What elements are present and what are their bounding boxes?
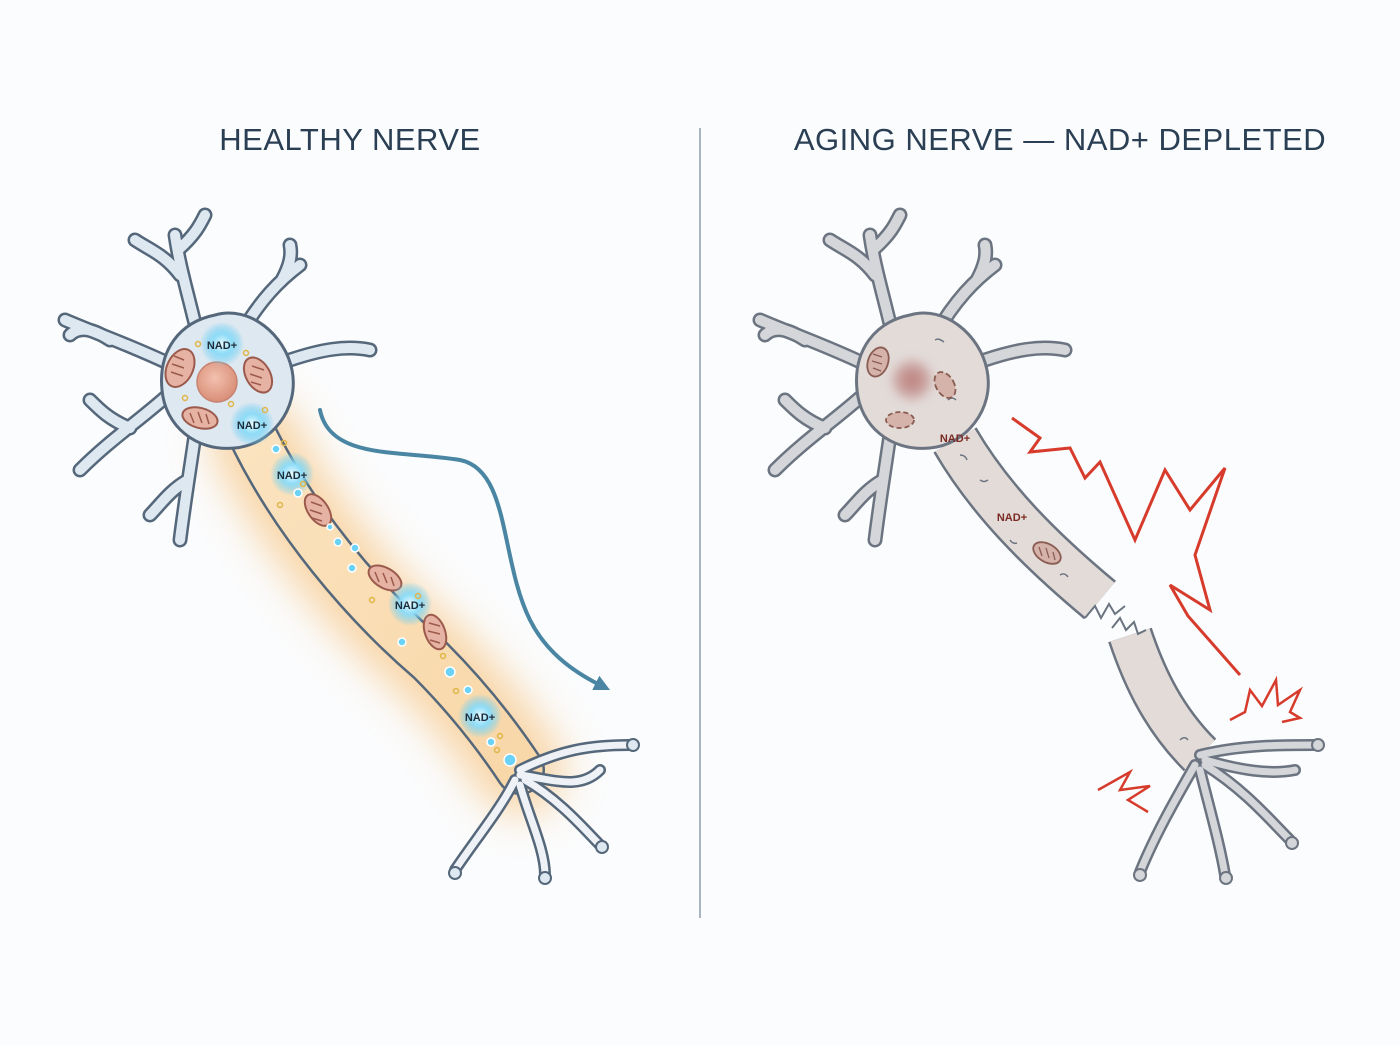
terminal-bulbs	[1133, 738, 1325, 885]
nad-label: NAD+	[237, 420, 267, 432]
atp-dots	[181, 340, 504, 754]
axon-terminal-fill	[1136, 741, 1319, 879]
nad-label: NAD+	[465, 712, 495, 724]
frayed-axon-start	[1111, 616, 1147, 636]
nad-label: NAD+	[940, 433, 970, 445]
healthy-neuron: NAD+ NAD+ NAD+ NAD+ NAD+	[57, 207, 640, 885]
nad-label: NAD+	[277, 470, 307, 482]
mitochondrion-icon	[181, 406, 219, 430]
damaged-mitochondria	[866, 346, 1062, 565]
nad-particles	[271, 444, 517, 767]
pain-signal-zigzag-icon	[1011, 416, 1242, 676]
axon-lower	[1110, 628, 1215, 770]
mitochondrion-icon	[242, 356, 274, 394]
mitochondrion-icon	[866, 346, 890, 378]
aging-panel-title: AGING NERVE — NAD+ DEPLETED	[793, 122, 1327, 157]
pain-burst-icon	[1229, 675, 1304, 724]
healthy-panel-title: HEALTHY NERVE	[219, 122, 481, 157]
nad-glows	[200, 322, 502, 738]
nad-label: NAD+	[395, 600, 425, 612]
axon	[935, 428, 1115, 618]
dendrite-fill	[755, 210, 1070, 545]
frayed-axon-end	[1084, 602, 1126, 621]
mitochondrion-icon	[885, 411, 915, 429]
aging-neuron: NAD+ NAD+	[752, 207, 1325, 885]
terminal-bulbs	[448, 738, 640, 885]
axon-terminal-fill	[451, 741, 634, 879]
nad-label: NAD+	[207, 340, 237, 352]
dendrite-fill	[60, 210, 375, 545]
nucleus	[196, 361, 238, 403]
mitochondrion-icon	[1032, 541, 1062, 565]
mitochondrion-icon	[164, 348, 196, 388]
pain-burst-icon	[1097, 768, 1151, 814]
nucleus	[892, 360, 932, 400]
mitochondrion-icon	[933, 371, 957, 399]
damage-marks	[934, 338, 1189, 741]
panel-divider	[699, 128, 701, 918]
signal-arrow-icon	[318, 408, 611, 691]
nad-label: NAD+	[997, 512, 1027, 524]
